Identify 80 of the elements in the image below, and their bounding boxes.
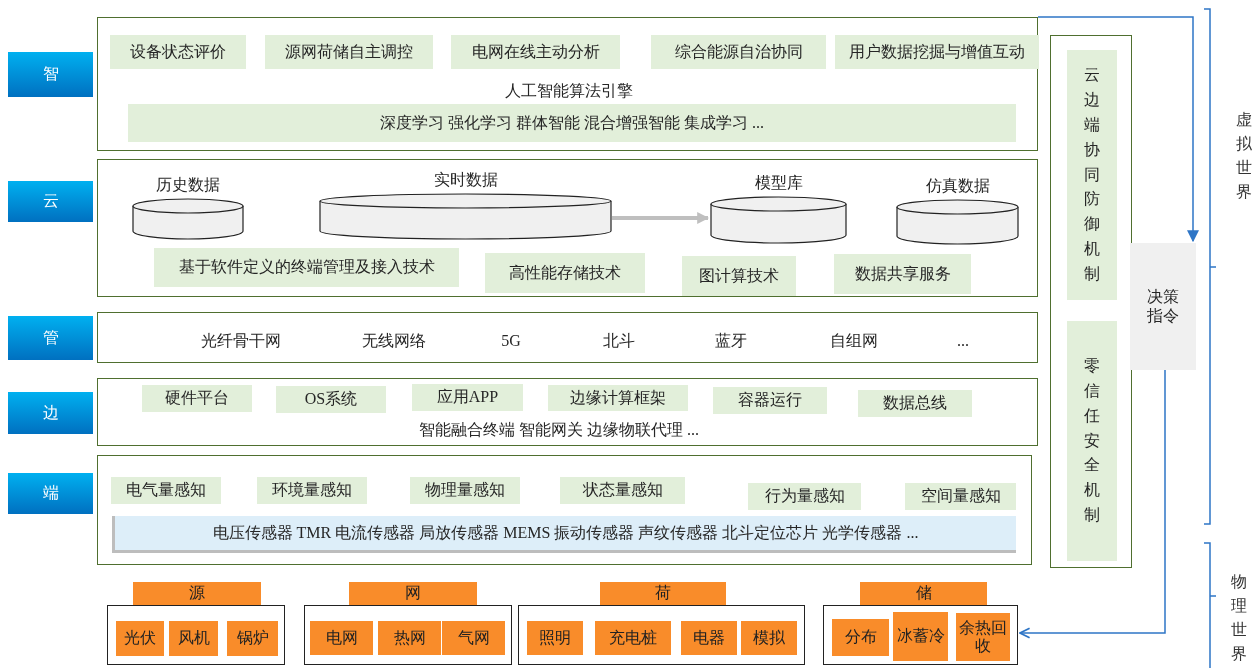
tag-box: 电网在线主动分析 bbox=[451, 35, 620, 69]
group-box bbox=[107, 605, 285, 665]
item-box: 照明 bbox=[527, 621, 583, 655]
item-box: 模拟 bbox=[741, 621, 797, 655]
layer-panel bbox=[97, 378, 1038, 446]
category-tab: 源 bbox=[133, 582, 261, 605]
tag-box: 综合能源自治协同 bbox=[651, 35, 826, 69]
tag-box: 高性能存储技术 bbox=[485, 253, 645, 293]
tag-box: 硬件平台 bbox=[142, 385, 252, 412]
category-tab: 荷 bbox=[600, 582, 726, 605]
tag-box: 深度学习 强化学习 群体智能 混合增强智能 集成学习 ... bbox=[128, 104, 1016, 142]
panel-heading: 人工智能算法引擎 bbox=[505, 80, 633, 101]
world-label: 虚拟世界 bbox=[1236, 110, 1253, 202]
arrow bbox=[612, 212, 710, 224]
item-box: 电器 bbox=[681, 621, 737, 655]
command-box: 决策指令 bbox=[1130, 243, 1196, 370]
layer-label: 管 bbox=[8, 316, 93, 360]
network-item: 自组网 bbox=[830, 330, 878, 351]
network-item: 蓝牙 bbox=[715, 330, 747, 351]
tag-box: 行为量感知 bbox=[748, 483, 861, 510]
database-cylinder bbox=[319, 171, 612, 240]
layer-panel bbox=[97, 17, 1038, 151]
layer-panel bbox=[97, 312, 1038, 363]
group-box bbox=[304, 605, 512, 665]
item-box: 光伏 bbox=[116, 621, 164, 656]
database-cylinder bbox=[896, 177, 1019, 245]
tag-box: 容器运行 bbox=[713, 387, 827, 414]
arrow bbox=[1019, 369, 1166, 639]
item-box: 气网 bbox=[442, 621, 505, 655]
tag-box: 图计算技术 bbox=[682, 256, 796, 296]
tag-box: 物理量感知 bbox=[410, 477, 520, 504]
cylinder-label: 模型库 bbox=[754, 172, 803, 193]
layer-label: 智 bbox=[8, 52, 93, 97]
sensor-bar: 电压传感器 TMR 电流传感器 局放传感器 MEMS 振动传感器 声纹传感器 北斗定位芯片 光学传感器 ... bbox=[112, 516, 1016, 553]
group-box bbox=[518, 605, 805, 665]
network-item: 光纤骨干网 bbox=[201, 330, 281, 351]
cylinder-label: 仿真数据 bbox=[925, 175, 990, 196]
layer-panel bbox=[97, 159, 1038, 297]
layer-panel bbox=[97, 455, 1032, 565]
world-label: 物理世界 bbox=[1231, 572, 1248, 664]
cylinder-label: 历史数据 bbox=[156, 174, 220, 195]
mechanism-box: 零信任安全机制 bbox=[1067, 321, 1117, 561]
layer-label: 端 bbox=[8, 473, 93, 514]
tag-box: 空间量感知 bbox=[905, 483, 1016, 510]
tag-box: 基于软件定义的终端管理及接入技术 bbox=[154, 248, 459, 287]
layer-label: 云 bbox=[8, 181, 93, 222]
tag-box: 状态量感知 bbox=[560, 477, 685, 504]
tag-box: 电气量感知 bbox=[111, 477, 221, 504]
item-box: 冰蓄冷 bbox=[893, 612, 948, 661]
network-item: 无线网络 bbox=[362, 330, 426, 351]
tag-box: 数据总线 bbox=[858, 390, 972, 417]
database-cylinder bbox=[710, 174, 847, 244]
layer-label: 边 bbox=[8, 392, 93, 434]
tag-box: OS系统 bbox=[276, 386, 386, 413]
group-box bbox=[823, 605, 1018, 665]
network-item: 5G bbox=[501, 332, 521, 350]
tag-box: 应用APP bbox=[412, 384, 523, 411]
item-box: 锅炉 bbox=[227, 621, 278, 656]
tag-box: 用户数据挖掘与增值互动 bbox=[835, 35, 1039, 69]
network-item: 北斗 bbox=[603, 330, 635, 351]
category-tab: 网 bbox=[349, 582, 477, 605]
column-panel bbox=[1050, 35, 1132, 568]
database-cylinder bbox=[132, 176, 244, 240]
tag-box: 数据共享服务 bbox=[834, 254, 971, 294]
item-box: 风机 bbox=[169, 621, 218, 656]
tag-box: 环境量感知 bbox=[257, 477, 367, 504]
tag-box: 设备状态评价 bbox=[110, 35, 246, 69]
item-box: 电网 bbox=[310, 621, 373, 655]
cylinder-label: 实时数据 bbox=[433, 169, 498, 190]
item-box: 热网 bbox=[378, 621, 441, 655]
network-item: ... bbox=[957, 332, 969, 350]
tag-box: 边缘计算框架 bbox=[548, 385, 688, 411]
item-box: 余热回收 bbox=[956, 613, 1010, 661]
category-tab: 储 bbox=[860, 582, 987, 605]
item-box: 分布 bbox=[832, 619, 889, 656]
mechanism-box: 云边端协同防御机制 bbox=[1067, 50, 1117, 300]
arrow bbox=[1037, 16, 1199, 243]
device-list: 智能融合终端 智能网关 边缘物联代理 ... bbox=[419, 419, 699, 441]
tag-box: 源网荷储自主调控 bbox=[265, 35, 433, 69]
item-box: 充电桩 bbox=[595, 621, 671, 655]
